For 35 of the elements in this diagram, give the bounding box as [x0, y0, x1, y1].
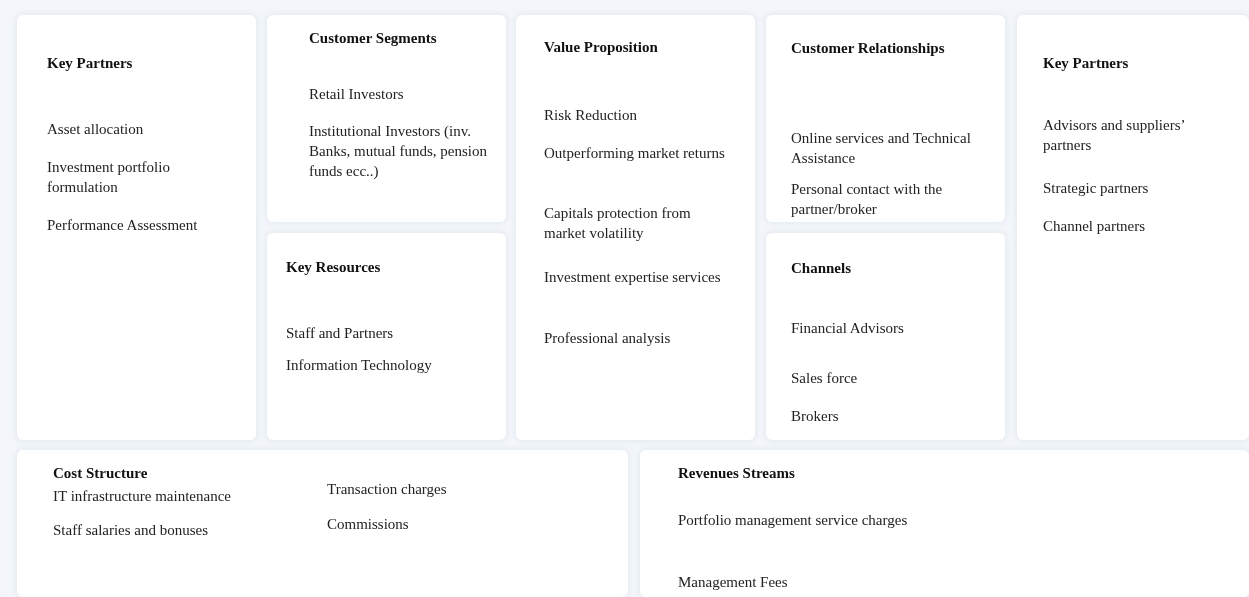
panel-heading: Key Resources [286, 258, 382, 277]
list-item: Advisors and suppliers’ partners [1043, 116, 1186, 155]
panel-heading: Value Proposition [544, 38, 659, 57]
list-item: Brokers [791, 407, 840, 426]
list-item: Risk Reduction [544, 106, 638, 125]
panel-heading: Revenues Streams [678, 464, 796, 483]
list-item: Online services and Technical Assistance [791, 129, 971, 168]
list-item: Retail Investors [309, 85, 405, 104]
list-item: Professional analysis [544, 329, 672, 348]
list-item: Commissions [327, 515, 410, 534]
list-item: Management Fees [678, 573, 789, 592]
panel-heading: Customer Segments [309, 29, 438, 48]
list-item: Transaction charges [327, 480, 448, 499]
panel-heading: Customer Relationships [791, 39, 946, 58]
list-item: Sales force [791, 369, 859, 388]
list-item: Information Technology [286, 356, 433, 375]
list-item: Asset allocation [47, 120, 145, 139]
list-item: Investment expertise services [544, 268, 722, 287]
list-item: Strategic partners [1043, 179, 1150, 198]
list-item: Outperforming market returns [544, 144, 726, 163]
list-item: Portfolio management service charges [678, 511, 909, 530]
list-item: Investment portfolio formulation [47, 158, 171, 197]
list-item: Staff salaries and bonuses [53, 521, 210, 540]
panel-heading: Key Partners [1043, 54, 1130, 73]
list-item: Institutional Investors (inv. Banks, mutual funds, pension funds ecc..) [309, 122, 488, 181]
list-item: Personal contact with the partner/broker [791, 180, 944, 219]
list-item: Capitals protection from market volatility [544, 204, 692, 243]
panel-heading: Key Partners [47, 54, 134, 73]
panel-heading: Cost Structure [53, 464, 149, 483]
list-item: Performance Assessment [47, 216, 199, 235]
list-item: Financial Advisors [791, 319, 905, 338]
list-item: Staff and Partners [286, 324, 395, 343]
panel-heading: Channels [791, 259, 853, 278]
list-item: Channel partners [1043, 217, 1147, 236]
list-item: IT infrastructure maintenance [53, 487, 232, 506]
